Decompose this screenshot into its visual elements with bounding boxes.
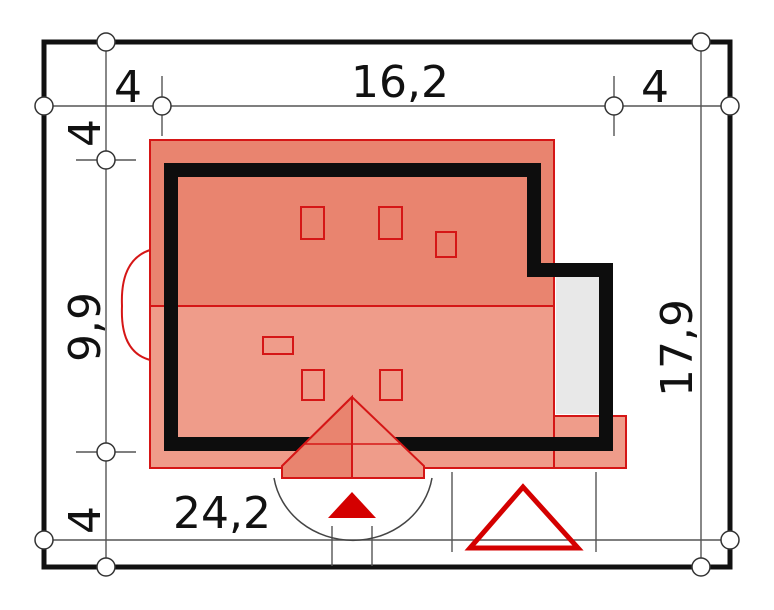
entrance-gable [281,394,425,479]
dim-top-right: 4 [641,62,669,113]
skylight [301,369,325,401]
grid-node-icon [691,32,711,52]
grid-node-icon [96,150,116,170]
grid-node-icon [691,557,711,577]
grid-node-icon [720,96,740,116]
grid-nodes [34,32,740,577]
skylight [262,336,294,355]
grid-node-icon [34,96,54,116]
entrance-terrace-arc [273,477,433,542]
skylight [300,206,325,240]
plot-boundary [41,39,733,570]
grid-node-icon [96,557,116,577]
grid-node-icon [152,96,172,116]
grid-node-icon [96,32,116,52]
skylight [378,206,403,240]
dim-left-bottom: 4 [60,506,111,534]
grid-node-icon [604,96,624,116]
dimension-labels: 4 16,2 4 24,2 4 9,9 4 17,9 [60,57,703,539]
dim-top-left: 4 [114,62,142,113]
entrance-marker-icon [328,492,376,518]
skylight [435,231,457,258]
dim-right: 17,9 [652,299,703,397]
driveway-marker-icon [464,483,584,551]
grid-node-icon [720,530,740,550]
grid-node-icon [34,530,54,550]
dim-left-middle: 9,9 [60,292,111,362]
bay-window-outline [120,249,151,361]
building-walls [164,163,613,451]
grid-node-icon [96,442,116,462]
skylights [262,206,457,401]
dim-left-top: 4 [60,119,111,147]
dim-top-middle: 16,2 [351,57,449,108]
skylight [379,369,403,401]
dim-bottom: 24,2 [173,488,271,539]
garage-floor [556,277,606,414]
